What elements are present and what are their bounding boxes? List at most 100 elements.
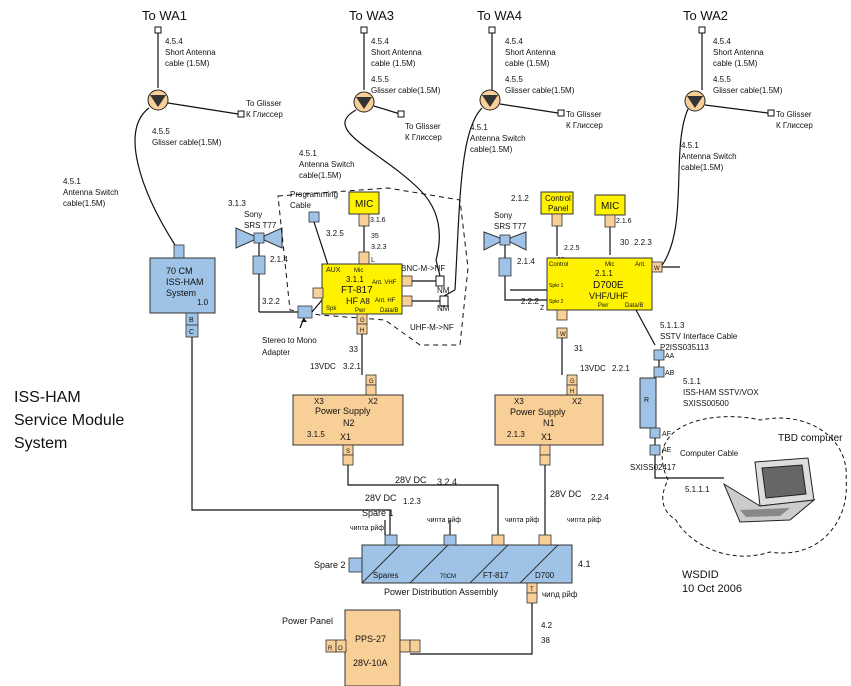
svg-text:2.1.2: 2.1.2 — [511, 194, 529, 203]
svg-text:L: L — [371, 257, 375, 264]
svg-text:4.5.5: 4.5.5 — [152, 127, 170, 136]
svg-text:X1: X1 — [541, 432, 552, 442]
svg-text:Short Antenna: Short Antenna — [505, 48, 556, 57]
svg-text:Stereo to Mono: Stereo to Mono — [262, 336, 317, 345]
power-supply-n1: G H X3 X2 Power Supply N1 2.1.3 X1 — [494, 374, 604, 466]
svg-text:чиnтa рйф: чиnтa рйф — [567, 516, 601, 524]
svg-text:10 Oct 2006: 10 Oct 2006 — [682, 583, 742, 595]
svg-text:O: O — [338, 646, 343, 652]
svg-text:MIC: MIC — [601, 201, 619, 212]
svg-text:4.5.1: 4.5.1 — [681, 141, 699, 150]
svg-text:Service Module: Service Module — [14, 412, 124, 429]
svg-text:cable (1.5M): cable (1.5M) — [713, 59, 758, 68]
svg-text:Power Supply: Power Supply — [510, 407, 566, 417]
svg-text:Antenna Switch: Antenna Switch — [299, 160, 355, 169]
svg-text:3.2.5: 3.2.5 — [326, 229, 344, 238]
svg-text:3.2.3: 3.2.3 — [371, 244, 387, 251]
svg-text:Glisser cable(1.5M): Glisser cable(1.5M) — [152, 138, 222, 147]
svg-text:31: 31 — [574, 344, 583, 353]
svg-text:28V DC: 28V DC — [395, 475, 427, 485]
svg-text:чиnтa рйф: чиnтa рйф — [505, 516, 539, 524]
svg-text:2.1.6: 2.1.6 — [616, 218, 632, 225]
left-mic: MIC 3.1.6 35 3.2.3 L — [348, 191, 387, 265]
svg-text:33: 33 — [349, 345, 358, 354]
svg-text:Computer Cable: Computer Cable — [680, 449, 739, 458]
svg-text:1.2.3: 1.2.3 — [403, 497, 421, 506]
svg-text:30: 30 — [620, 238, 629, 247]
svg-text:W: W — [560, 332, 566, 338]
svg-text:Mic: Mic — [605, 262, 614, 268]
svg-text:К Глиссер: К Глиссер — [566, 121, 603, 130]
svg-text:ISS-HAM: ISS-HAM — [166, 277, 204, 287]
svg-text:28V DC: 28V DC — [365, 493, 397, 503]
svg-text:4.1: 4.1 — [578, 559, 591, 569]
svg-text:К Глиссер: К Глиссер — [776, 121, 813, 130]
svg-text:2.2.1: 2.2.1 — [612, 364, 630, 373]
svg-text:Power Supply: Power Supply — [315, 406, 371, 416]
svg-text:Short Antenna: Short Antenna — [713, 48, 764, 57]
antenna-group-wa2: 4.5.4 Short Antenna cable (1.5M) 4.5.5 G… — [659, 26, 813, 269]
svg-text:To Glisser: To Glisser — [566, 110, 602, 119]
svg-text:H: H — [570, 389, 574, 395]
programming-cable: Programming Cable 3.2.5 — [290, 190, 344, 266]
svg-text:To Glisser: To Glisser — [246, 99, 282, 108]
svg-text:4.5.1: 4.5.1 — [470, 123, 488, 132]
svg-text:FT-817: FT-817 — [483, 571, 509, 580]
svg-text:S: S — [346, 449, 350, 455]
svg-text:G: G — [369, 379, 374, 385]
svg-text:2.2.2: 2.2.2 — [521, 297, 539, 306]
d700e-radio-block: Control Mic Ant. 2.1.1 D700E VHF/UHF Spk… — [540, 257, 680, 312]
svg-text:3.2.1: 3.2.1 — [343, 362, 361, 371]
svg-text:Ant.: Ant. — [635, 262, 646, 268]
svg-text:X1: X1 — [340, 432, 351, 442]
svg-text:cable(1.5M): cable(1.5M) — [63, 199, 106, 208]
svg-text:Glisser cable(1.5M): Glisser cable(1.5M) — [713, 86, 783, 95]
antenna-group-wa4: 4.5.4 Short Antenna cable (1.5M) 4.5.5 G… — [454, 26, 603, 291]
svg-text:К Глиссер: К Глиссер — [246, 110, 283, 119]
svg-text:3.1.1: 3.1.1 — [346, 275, 364, 284]
d700e-power-cable: W 31 13VDC 2.2.1 — [556, 309, 630, 375]
svg-text:TBD computer: TBD computer — [778, 433, 843, 444]
svg-text:2.1.4: 2.1.4 — [517, 257, 535, 266]
svg-text:X2: X2 — [572, 397, 582, 406]
svg-text:13VDC: 13VDC — [310, 362, 336, 371]
svg-text:SSTV Interface Cable: SSTV Interface Cable — [660, 332, 738, 341]
svg-text:To Glisser: To Glisser — [405, 122, 441, 131]
svg-text:4.5.4: 4.5.4 — [713, 37, 731, 46]
svg-text:AB: AB — [665, 370, 675, 377]
svg-text:Sony: Sony — [244, 210, 262, 219]
svg-text:Programming: Programming — [290, 190, 338, 199]
svg-text:FT-817: FT-817 — [341, 285, 373, 296]
wsdid-stamp: WSDID 10 Oct 2006 — [682, 569, 742, 595]
svg-text:AA: AA — [665, 353, 675, 360]
svg-text:Panel: Panel — [548, 204, 569, 213]
ft817-adapters: BNC-M->NF NM NM UHF-M->NF — [401, 259, 456, 332]
right-speaker: Sony SRS T77 2.1.4 2.2.2 — [483, 211, 547, 306]
sstv-chain: 5.1.1.3 SSTV Interface Cable P2ISS035113… — [630, 309, 759, 494]
svg-text:3.2.4: 3.2.4 — [437, 477, 457, 487]
svg-text:4.5.5: 4.5.5 — [371, 75, 389, 84]
power-panel: Power Panel PPS-27 28V-10A R O — [282, 609, 421, 686]
svg-text:AE: AE — [662, 447, 672, 454]
svg-text:C: C — [189, 329, 194, 336]
svg-text:R: R — [328, 646, 333, 652]
label-to-wa2: To WA2 — [683, 8, 728, 23]
svg-text:Short Antenna: Short Antenna — [165, 48, 216, 57]
svg-text:5.1.1.3: 5.1.1.3 — [660, 321, 685, 330]
svg-text:Antenna Switch: Antenna Switch — [470, 134, 526, 143]
svg-text:Spares: Spares — [373, 571, 398, 580]
svg-text:К Глиссер: К Глиссер — [405, 133, 442, 142]
svg-text:NM: NM — [437, 304, 450, 313]
svg-text:Data/B: Data/B — [380, 308, 398, 314]
svg-text:4.5.5: 4.5.5 — [505, 75, 523, 84]
svg-text:WSDID: WSDID — [682, 569, 719, 581]
svg-text:35: 35 — [371, 233, 379, 240]
svg-text:4.5.4: 4.5.4 — [505, 37, 523, 46]
left-speaker: 3.1.3 Sony SRS T77 2.1.4 3.2.2 — [228, 199, 300, 313]
svg-text:Cable: Cable — [290, 201, 311, 210]
svg-text:BNC-M->NF: BNC-M->NF — [401, 264, 445, 273]
svg-text:2.2.4: 2.2.4 — [591, 493, 609, 502]
svg-text:cable (1.5M): cable (1.5M) — [165, 59, 210, 68]
svg-text:MIC: MIC — [355, 199, 373, 210]
